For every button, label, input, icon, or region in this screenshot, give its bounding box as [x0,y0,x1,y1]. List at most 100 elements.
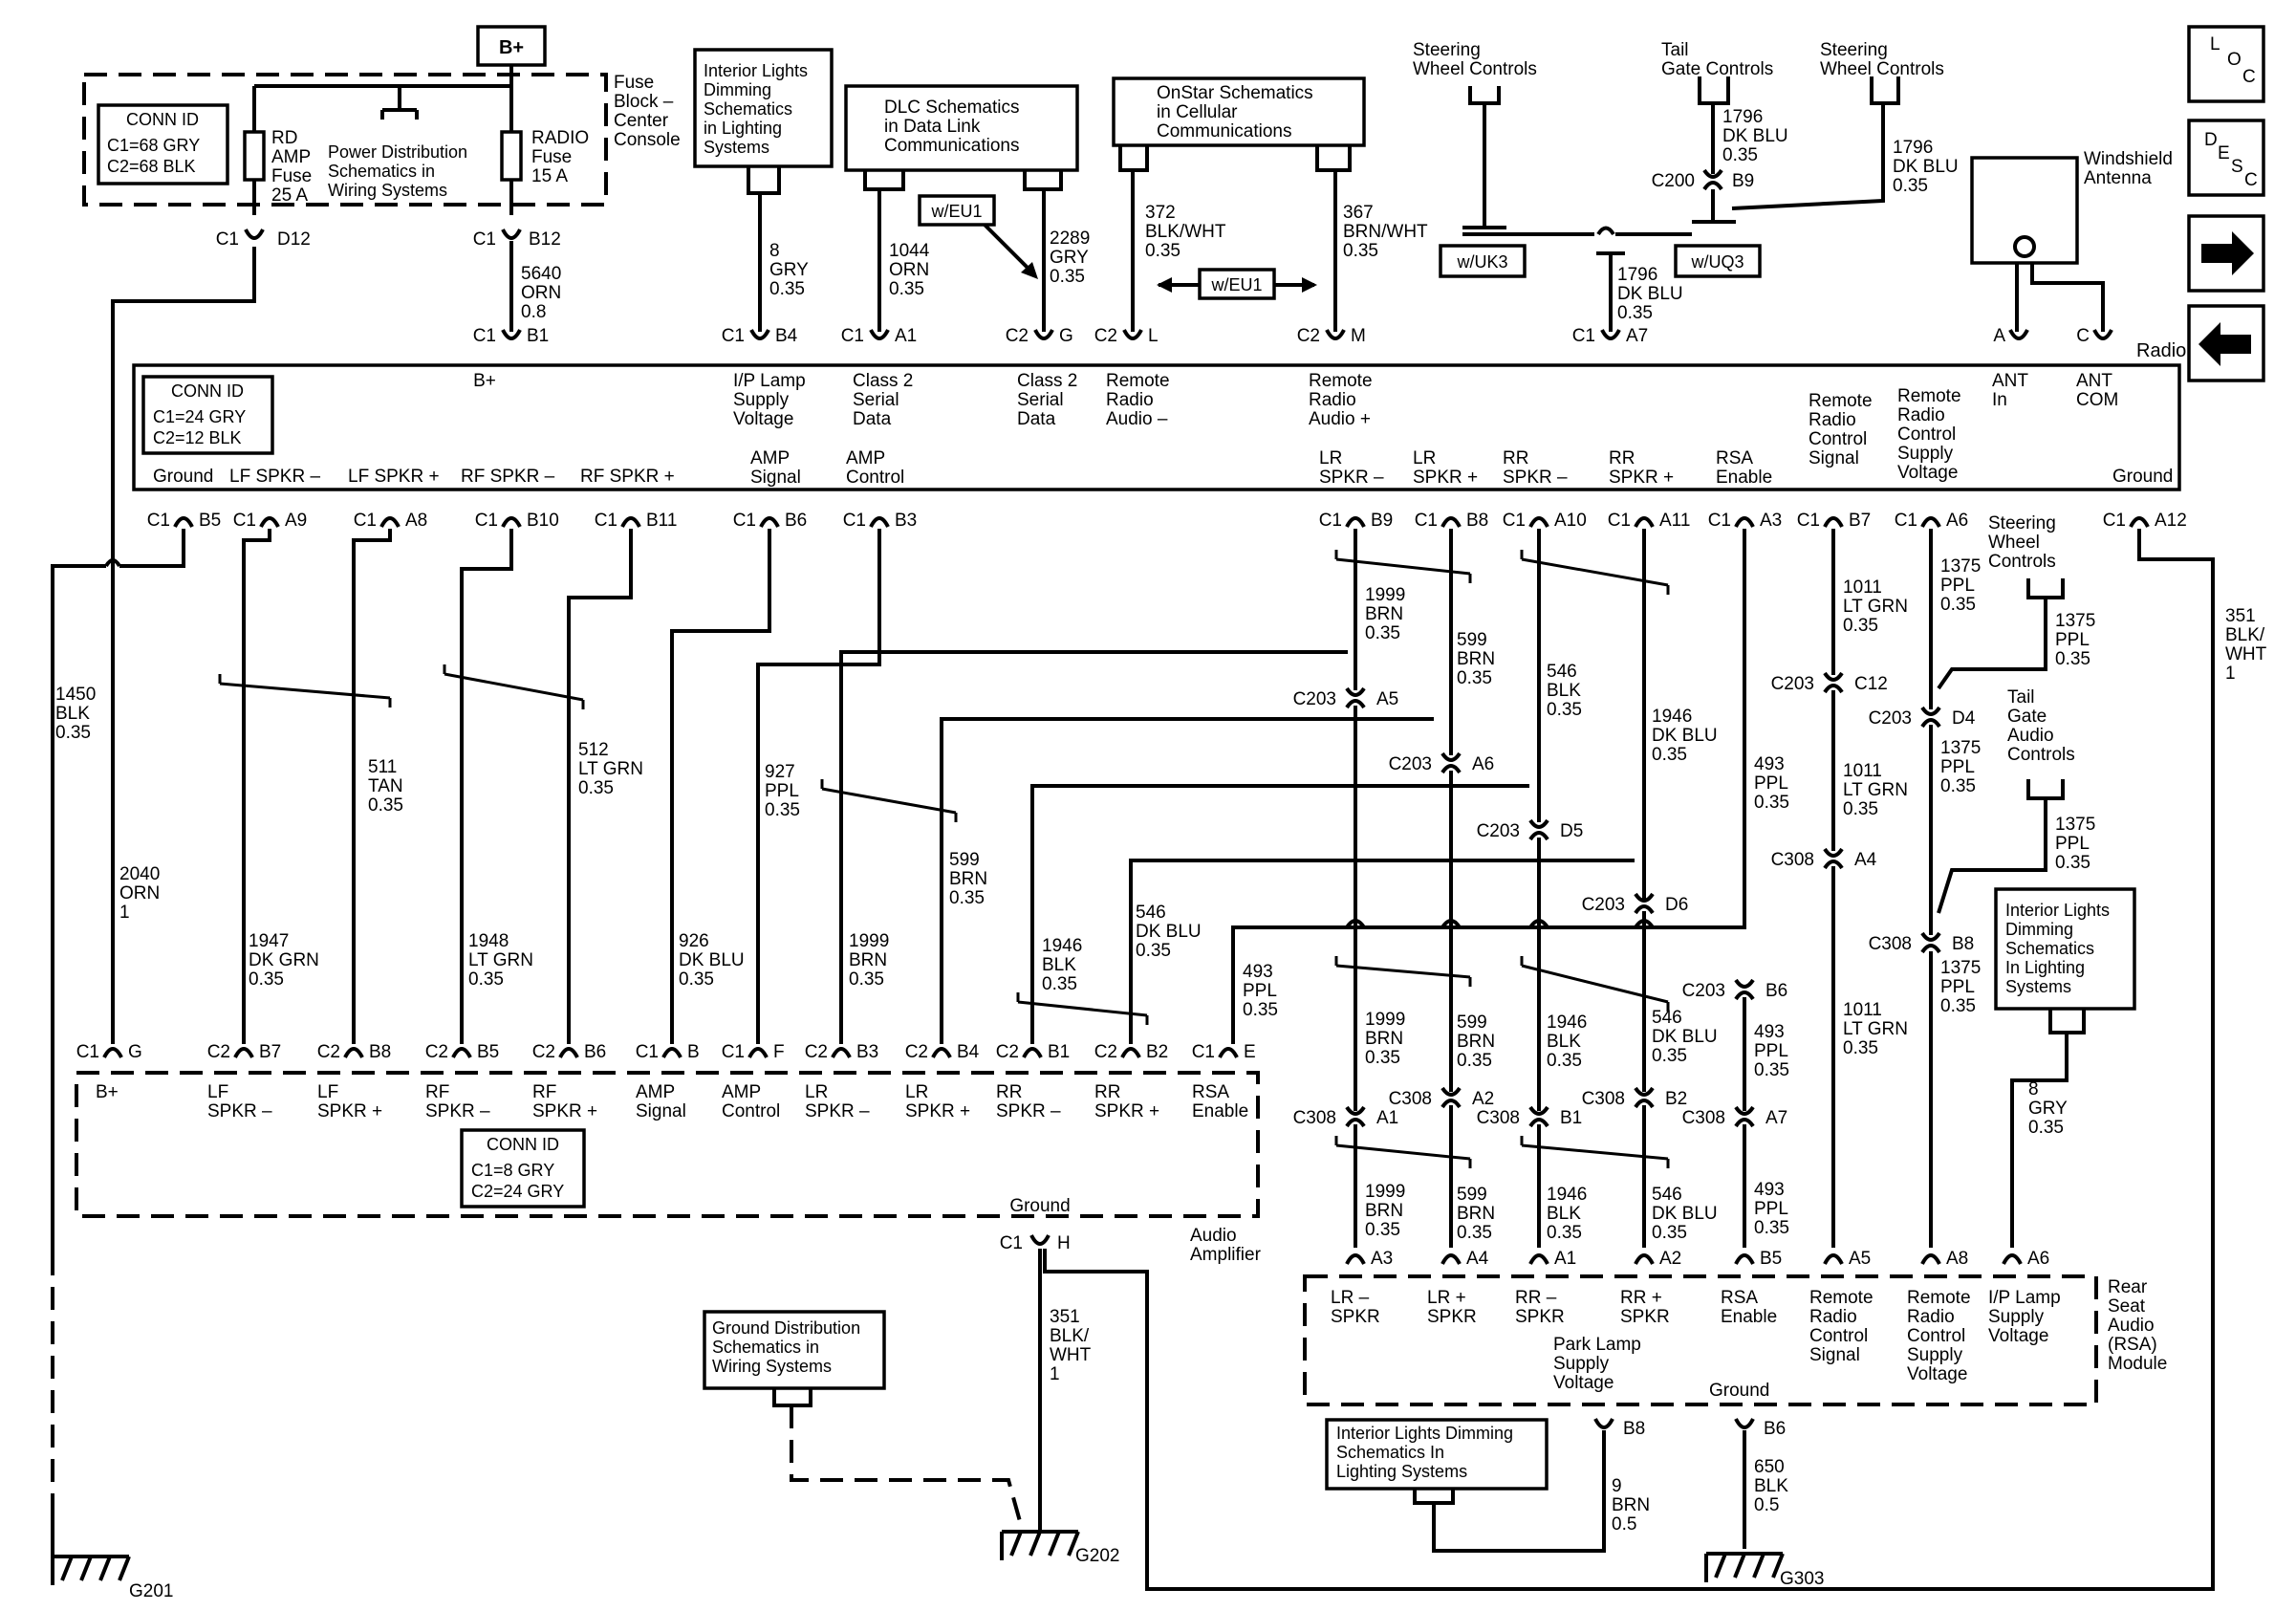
windshield-label-line: Windshield [2084,149,2173,169]
wire-label-927-line: PPL [765,781,799,801]
wire-label-351a-line: WHT [2225,644,2267,664]
rsa-pin-id: A4 [1466,1249,1489,1269]
wire-label-1999b-line: BRN [849,950,887,970]
steering-controls-label-1-line: Wheel Controls [1413,59,1537,79]
wire-label-1375e-line: 1375 [2055,815,2095,835]
ground-dist-label-line: Ground Distribution [712,1318,860,1338]
fuse-block-label-line: Console [614,130,681,150]
rsa-pin [1634,1253,1655,1265]
wire-crossover-hop [104,558,121,568]
amp-pin [747,1047,769,1058]
radio-bottom-pin-id: A3 [1760,511,1782,531]
radio-top-pin [1325,329,1346,340]
wire-crossover-hop [1596,226,1615,236]
steering-controls-label-3-line: Controls [1988,552,2056,572]
option-label: w/EU1 [1210,275,1262,294]
arrow-left-head-icon [1157,277,1172,293]
radio-bottom-label-line: LR [1413,448,1436,468]
rsa-pin-label-line: Radio [1907,1307,1955,1327]
interior-lights-label-3-line: Interior Lights Dimming [1336,1424,1513,1443]
option-label: w/EU1 [930,202,982,221]
twisted-pair-mark [218,674,392,708]
wire-label-367-line: BRN/WHT [1343,222,1428,242]
radio-bottom-conn: C1 [1319,511,1342,531]
wire-label-1011b-line: LT GRN [1843,780,1908,800]
audio-amp-label-line: Amplifier [1190,1245,1262,1265]
radio-bottom-pin-id: A10 [1554,511,1587,531]
amp-label-line: RR [996,1082,1022,1102]
wire-label-599c-line: 599 [1457,1012,1487,1033]
wire-label-650-line: BLK [1754,1476,1788,1496]
interior-lights-label-2-line: Interior Lights [2005,901,2110,920]
wire-927 [756,529,881,1044]
wire-label-2040-line: 2040 [119,864,160,884]
radio-bottom-pin-id: A9 [285,511,307,531]
amp-label-line: Signal [636,1101,686,1121]
twisted-pair-mark [1520,956,1670,1012]
wire-label-511-line: 511 [368,757,397,777]
ground-dist-link [772,1388,812,1407]
wire-label-1375e-line: 0.35 [2055,853,2090,873]
rsa-module-outline [1303,1274,2098,1406]
dlc-label-line: DLC Schematics [884,98,1020,118]
rsa-pin [1823,1253,1844,1265]
wire-label-546b-line: DK BLU [1652,1027,1718,1047]
amp-pin-id: B6 [584,1042,606,1062]
rsa-pin-label: LR +SPKR [1427,1288,1477,1327]
twisted-pair-mark [1334,1136,1472,1168]
wire-1999-to-amp [839,650,1348,1044]
radio-outline [132,363,2181,491]
splice-c203-d5 [1528,831,1549,841]
radio-bottom-label-line: Voltage [1897,463,1958,483]
wire-label-1796c-line: 1796 [1617,265,1657,285]
radio-bottom-label-line: RR [1609,448,1635,468]
radio-bottom-label: Ground [153,467,213,487]
wire-label-493b-line: 493 [1243,962,1273,982]
amp-label-line: SPKR – [996,1101,1061,1121]
wire-label-1946c-line: BLK [1042,955,1076,975]
steering-controls-label-2-line: Wheel Controls [1820,59,1944,79]
ground-icon-stroke [1000,1530,1080,1560]
radio-top-label-line: COM [2076,390,2118,410]
conn-id-lines-line: C1=8 GRY [471,1161,554,1180]
tail-gate-audio-label-line: Audio [2007,726,2054,746]
radio-fuse-icon [500,130,523,182]
conn-id-lines-line: C1=24 GRY [153,407,246,426]
rsa-pin [1528,1253,1549,1265]
amp-label-line: SPKR + [317,1101,382,1121]
interior-lights-label-1-line: Dimming [704,80,771,99]
splice-pin-id: D6 [1665,895,1688,915]
radio-bottom-label-line: Radio [1897,405,1945,425]
radio-bottom-conn: C1 [233,511,256,531]
desc-button [2187,119,2265,197]
fuse-block-label-line: Fuse [614,73,654,93]
twisted-pair-mark [1016,992,1149,1025]
wire-546-to-amp [1129,859,1635,1044]
wire-label-493b-line: 0.35 [1243,1000,1278,1020]
wire-label-9-line: 9 [1612,1476,1622,1496]
amp-label-line: RR [1094,1082,1120,1102]
wire-label-8b-line: GRY [2028,1099,2068,1119]
rsa-pin-label: RR –SPKR [1515,1288,1565,1327]
splice-conn: C203 [1682,981,1725,1001]
radio-top-conn: C2 [1297,326,1320,346]
radio-bottom-pin [1920,516,1941,528]
amp-label-line: AMP [636,1082,675,1102]
amp-label-line: AMP [722,1082,761,1102]
radio-bottom-label-line: Radio [1809,410,1856,430]
wire-label-1946c-line: 1946 [1042,936,1082,956]
rsa-park-pin [1593,1418,1614,1429]
radio-top-label-line: B+ [473,371,496,391]
radio-top-label-line: Serial [1017,390,1064,410]
amp-label-line: RF [425,1082,449,1102]
wire-label-1999b-line: 0.35 [849,969,884,990]
